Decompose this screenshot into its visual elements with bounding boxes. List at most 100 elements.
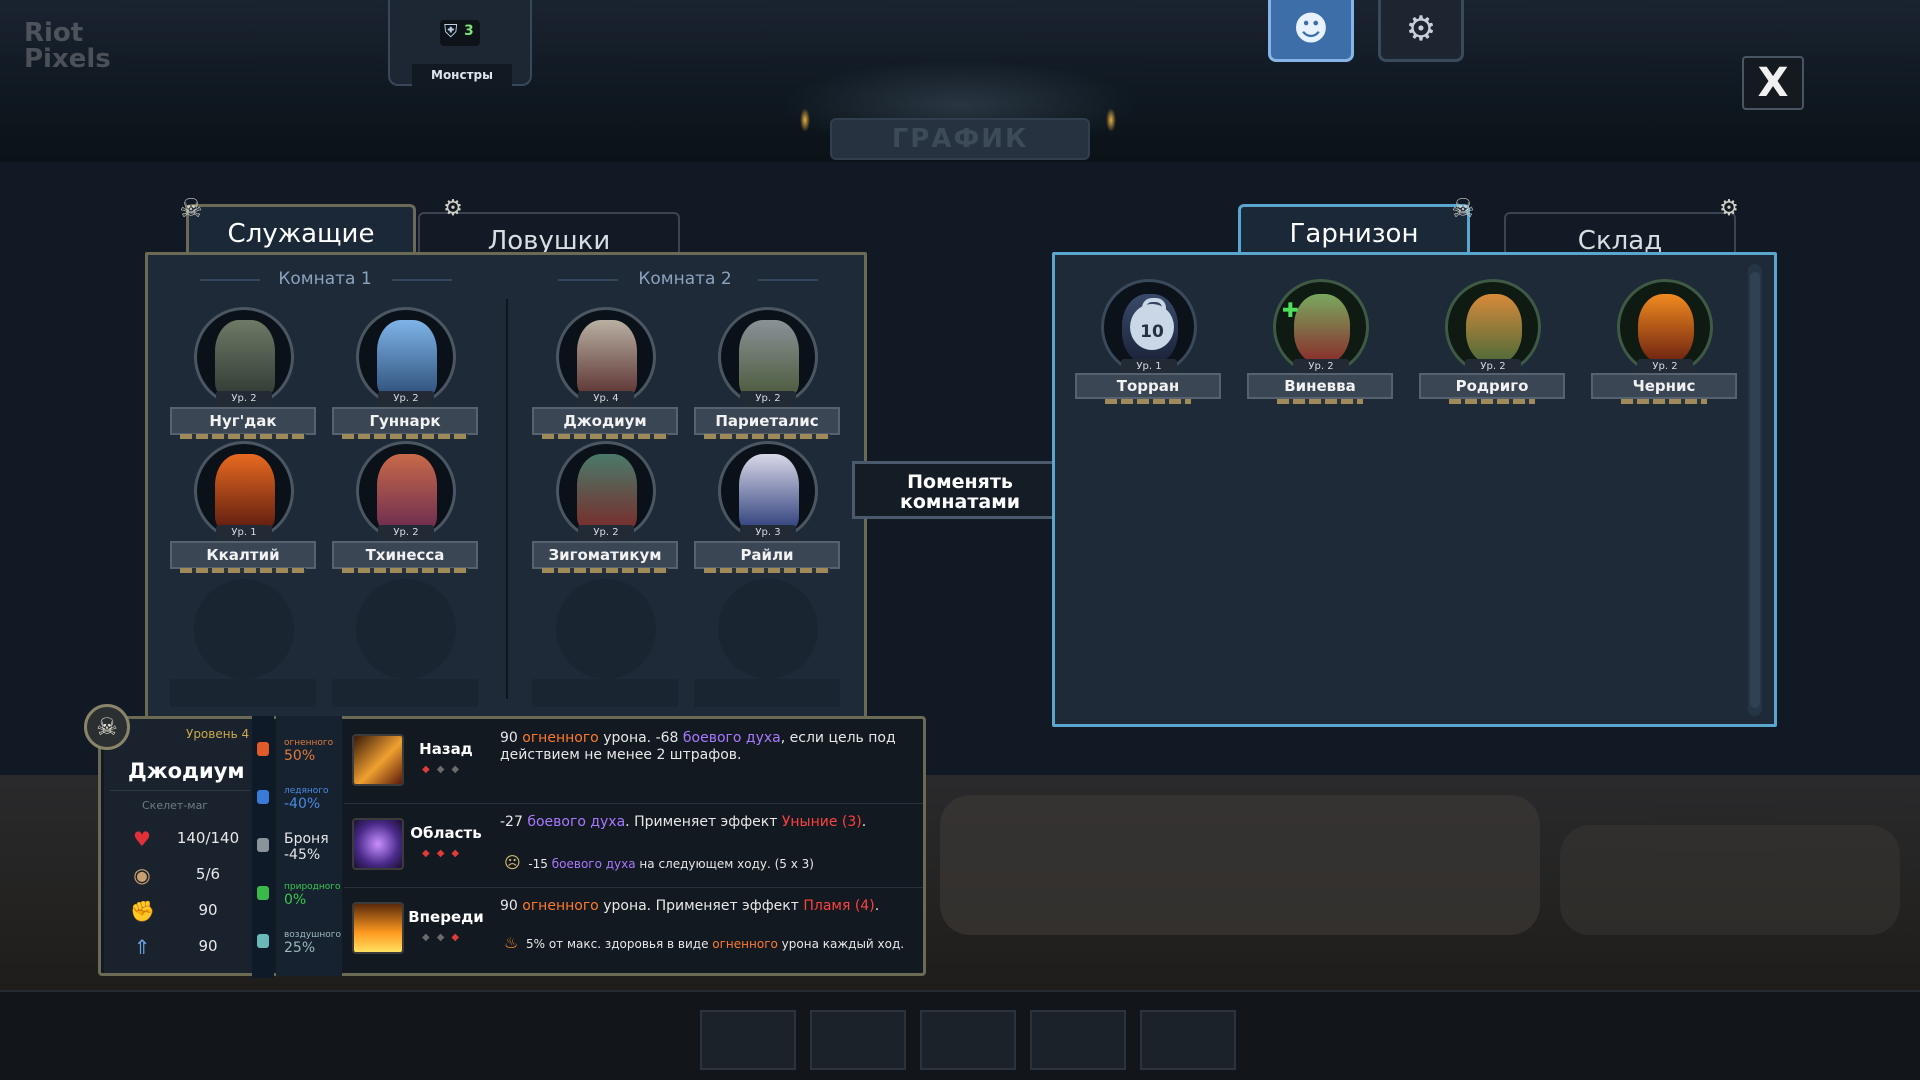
progress-pips [180,568,306,573]
desc-debuff: Пламя (4) [803,898,875,914]
empty-slot[interactable] [170,579,316,707]
skill-row[interactable]: Область ◆◆◆ -27 боевого духа. Применяет … [344,804,923,888]
empty-portrait [718,579,818,679]
garrison-name: Чернис [1591,373,1737,399]
swap-line-2: комнатами [899,491,1021,513]
progress-pips [704,434,830,439]
staff-member[interactable]: Ур. 2 Зигоматикум [532,441,678,573]
heart-icon: ♥ [133,827,151,851]
garrison-name: Виневва [1247,373,1393,399]
garrison-member[interactable]: ✚ Ур. 2 Виневва [1247,279,1393,404]
staff-name: Райли [694,541,840,569]
effect-part: на следующем ходу. (5 x 3) [635,857,814,871]
effect-morale: боевого духа [551,857,636,871]
stat-stress: ◉ 5/6 [130,863,260,889]
armor-value: -45% [284,847,321,863]
level-badge: Ур. 2 [1465,359,1521,375]
settings-button[interactable]: ⚙ [1378,0,1464,62]
plus-icon: ✚ [1282,298,1299,322]
close-button[interactable]: X [1742,56,1804,110]
stat-speed: ⇑ 90 [130,935,260,961]
swap-rooms-button[interactable]: Поменять комнатами [852,461,1068,519]
avatar: ✚ [1273,279,1369,375]
desc-part: . [874,898,880,914]
nature-resist-icon [257,886,269,900]
desc-part: 90 [500,898,523,914]
level-badge: Ур. 2 [216,391,272,407]
desc-morale: боевого духа [682,730,781,746]
level-badge: Ур. 3 [740,525,796,541]
staff-member[interactable]: Ур. 4 Джодиум [532,307,678,439]
scene-top: ГРАФИК [0,0,1920,162]
air-resist: воздушного 25% [284,930,344,956]
staff-panel: Комната 1 Комната 2 Ур. 2 Нуг'дак Ур. 2 … [145,252,867,722]
empty-portrait [356,579,456,679]
staff-member[interactable]: Ур. 2 Тхинесса [332,441,478,573]
tab-garrison[interactable]: Гарнизон [1238,204,1470,258]
monsters-button[interactable]: ⛨ 3 Монстры [388,0,532,86]
torch-right [1106,108,1116,132]
room-divider [506,299,508,699]
armor-icon [257,838,269,852]
staff-name: Джодиум [532,407,678,435]
scene-rock [940,795,1540,935]
flame-icon: ♨ [504,933,519,952]
room-line [758,279,818,281]
nature-resist-value: 0% [284,892,307,908]
room2-title: Комната 2 [638,269,732,289]
room-line [200,279,260,281]
staff-member[interactable]: Ур. 2 Гуннарк [332,307,478,439]
staff-name: Париеталис [694,407,840,435]
stat-attack: ✊ 90 [130,899,260,925]
effect-fire: огненного [712,937,778,951]
fire-resist: огненного 50% [284,738,344,764]
stat-health: ♥ 140/140 [130,827,260,853]
progress-pips [1621,399,1707,404]
empty-slot[interactable] [332,579,478,707]
skill-effect: ♨ 5% от макс. здоровья в виде огненного … [504,933,922,952]
staff-member[interactable]: Ур. 3 Райли [694,441,840,573]
empty-slot[interactable] [532,579,678,707]
gear-icon: ⚙ [1405,9,1437,49]
effect-part: урона каждый ход. [777,937,905,951]
attack-value: 90 [198,901,218,919]
avatar [194,441,294,541]
skill-row[interactable]: Впереди ◆◆◆ 90 огненного урона. Применяе… [344,888,923,972]
tab-staff[interactable]: Служащие [186,204,416,258]
level-badge: Ур. 2 [1293,359,1349,375]
desc-part: , если цель под действием не менее 2 штр… [500,730,896,763]
skull-icon: ☠ [1451,194,1475,224]
level-badge: Ур. 1 [216,525,272,541]
garrison-name: Родриго [1419,373,1565,399]
avatar [556,441,656,541]
skill-name: Назад [419,740,473,758]
schedule-sign: ГРАФИК [830,118,1090,160]
stress-value: 5/6 [195,865,221,883]
demon-button[interactable]: ☻ [1268,0,1354,62]
garrison-member[interactable]: Ур. 2 Чернис [1591,279,1737,404]
air-resist-icon [257,934,269,948]
garrison-member[interactable]: Ур. 2 Родриго [1419,279,1565,404]
trap-icon: ⚙ [443,196,463,221]
level-badge: Ур. 4 [578,391,634,407]
skill-effect: ☹ -15 боевого духа на следующем ходу. (5… [504,855,922,872]
character-detail-panel [98,716,926,976]
staff-member[interactable]: Ур. 2 Нуг'дак [170,307,316,439]
desc-part: урона. Применяет эффект [598,898,804,914]
monster-count: 3 [464,23,474,39]
staff-member[interactable]: Ур. 2 Париеталис [694,307,840,439]
skill-description: -27 боевого духа. Применяет эффект Уныни… [500,814,918,831]
empty-slot[interactable] [694,579,840,707]
scrollbar-thumb[interactable] [1750,272,1760,708]
garrison-member[interactable]: 10 Ур. 1 Торран [1075,279,1221,404]
skill-row[interactable]: Назад ◆◆◆ 90 огненного урона. -68 боевог… [344,720,923,804]
fist-icon: ✊ [130,899,155,923]
staff-member[interactable]: Ур. 1 Ккалтий [170,441,316,573]
shield-icon: ⛨ [444,21,458,42]
progress-pips [342,434,468,439]
nature-resist: природного 0% [284,882,344,908]
desc-fire: огненного [522,898,599,914]
room-line [392,279,452,281]
resistance-column [276,716,342,976]
watermark: Riot Pixels [24,18,111,74]
